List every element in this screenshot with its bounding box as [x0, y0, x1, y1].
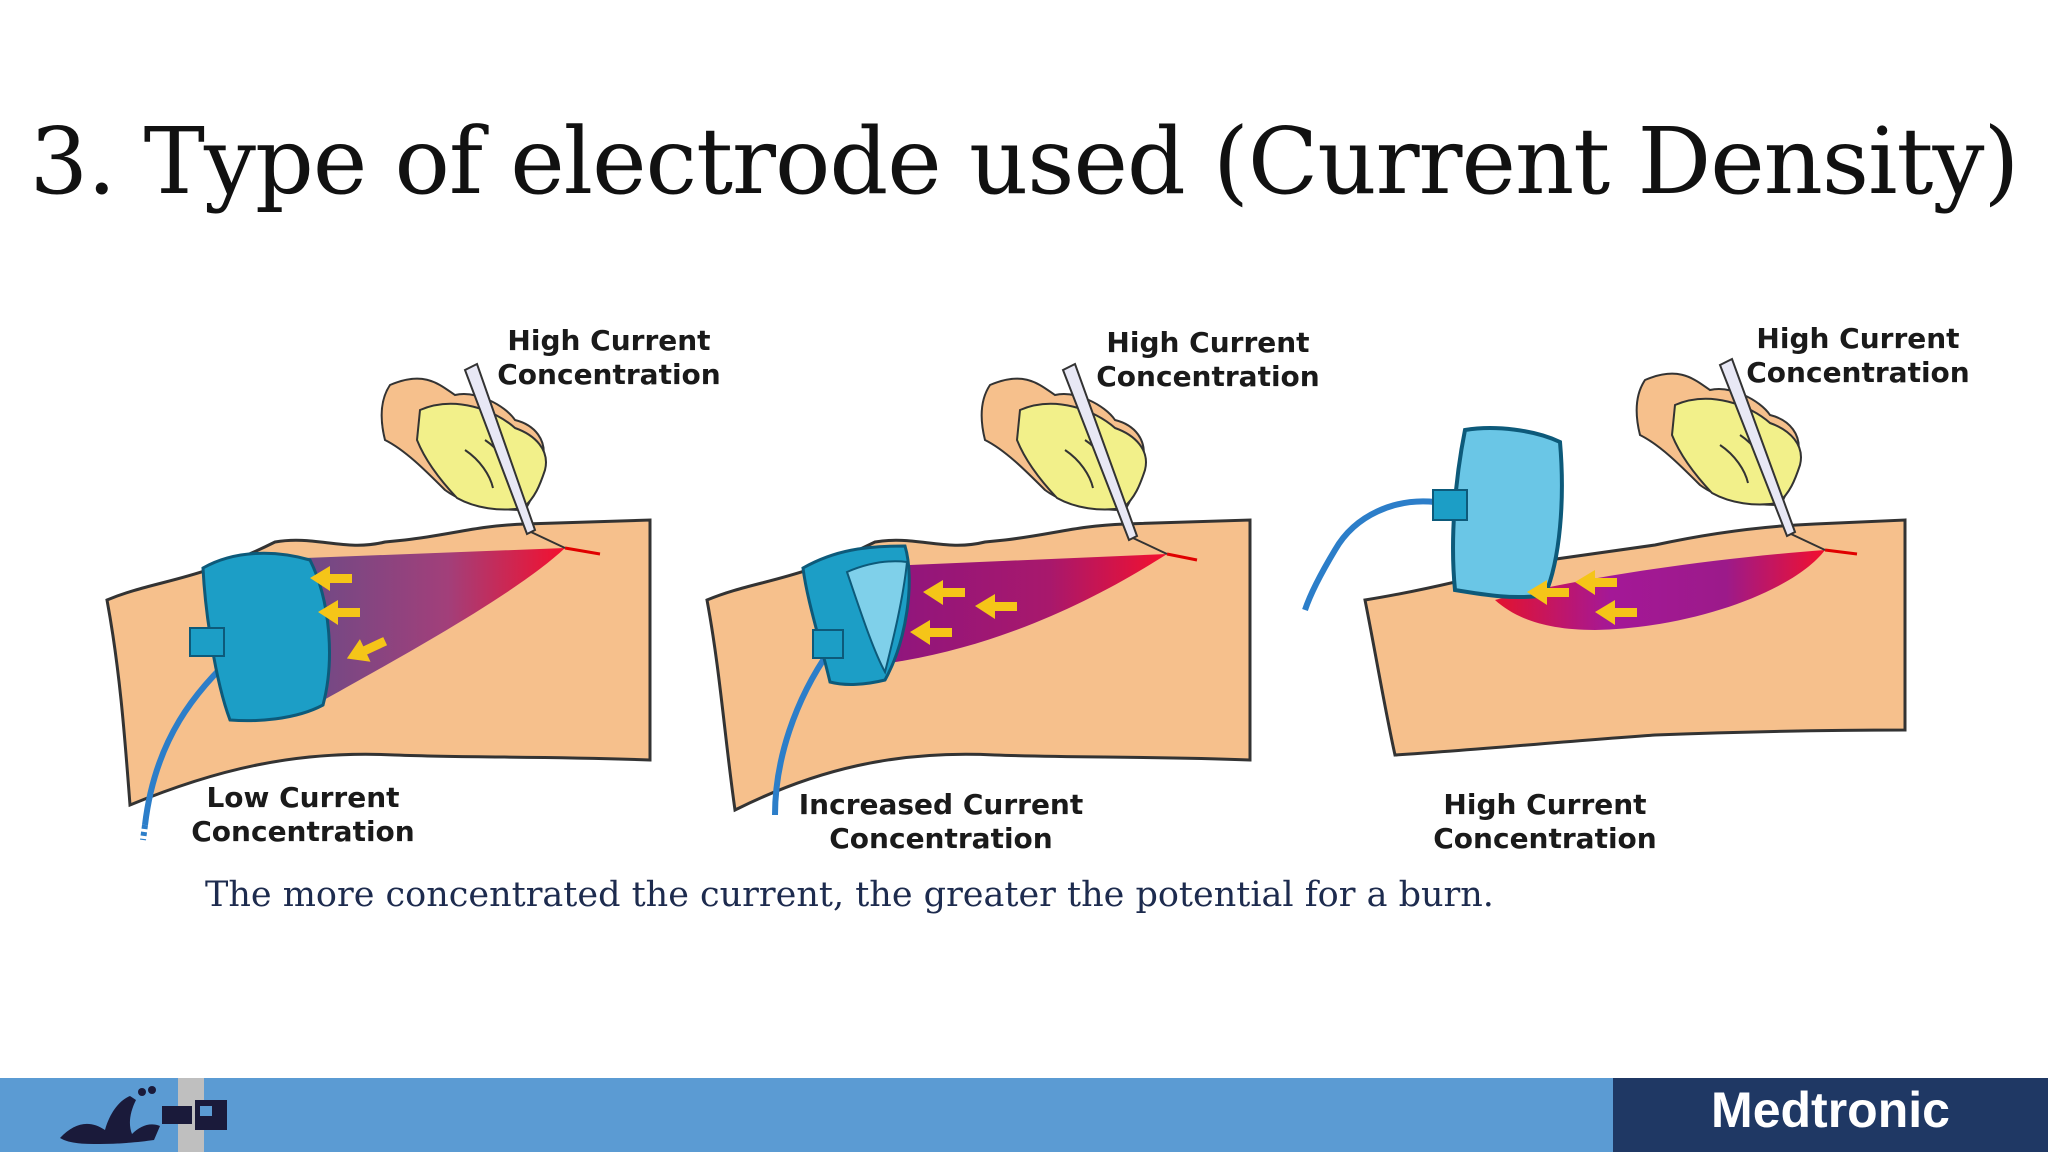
electrosurgical-pencil [463, 362, 537, 536]
bottom-label-line1: Low Current [206, 781, 399, 814]
cable [772, 648, 833, 816]
bottom-label-line2: Concentration [1433, 822, 1656, 855]
bottom-label-line2: Concentration [829, 822, 1052, 855]
pad-connector [189, 627, 225, 657]
incision-line [1166, 552, 1198, 562]
top-label-line1: High Current [507, 324, 710, 357]
bottom-label-line2: Concentration [191, 815, 414, 848]
dispersive-pad [201, 551, 331, 723]
varna-logo-icon [60, 1086, 227, 1144]
bottom-label-line1: Increased Current [799, 788, 1084, 821]
current-arrows [910, 580, 1017, 645]
top-label-line2: Concentration [1096, 360, 1319, 393]
panel-increased-current: High Current Concentration Increased Cur… [705, 326, 1320, 855]
electrosurgical-pencil [1718, 357, 1797, 538]
slide-title: 3. Type of electrode used (Current Densi… [29, 108, 2020, 215]
incision-line [564, 546, 601, 556]
brand-logo: Medtronic [1711, 1082, 1950, 1138]
pad-connector [812, 629, 844, 659]
electrosurgical-pencil [1061, 362, 1139, 542]
cable [1302, 498, 1436, 611]
footer-bar: Medtronic [0, 1078, 2048, 1152]
top-label-line2: Concentration [1746, 356, 1969, 389]
current-arrows [310, 566, 388, 662]
panel-low-current: High Current Concentration Low Current C… [105, 324, 721, 848]
top-label-line1: High Current [1106, 326, 1309, 359]
current-arrows [1527, 570, 1637, 625]
electrode-diagram: High Current Concentration Low Current C… [95, 310, 1995, 955]
brand-box: Medtronic [1613, 1078, 2048, 1152]
pad-connector [1432, 489, 1468, 521]
current-path [1495, 550, 1825, 630]
bottom-label-line1: High Current [1443, 788, 1646, 821]
top-label-line2: Concentration [497, 358, 720, 391]
dispersive-pad [1451, 426, 1564, 600]
incision-line [1824, 548, 1858, 556]
current-path [875, 554, 1167, 665]
caption: The more concentrated the current, the g… [205, 875, 1494, 915]
current-path [305, 548, 565, 705]
limb-shape [1363, 518, 1907, 757]
panel-high-current: High Current Concentration High Current … [1302, 322, 1970, 855]
top-label-line1: High Current [1756, 322, 1959, 355]
electrode-figure: High Current Concentration Low Current C… [105, 322, 1970, 855]
